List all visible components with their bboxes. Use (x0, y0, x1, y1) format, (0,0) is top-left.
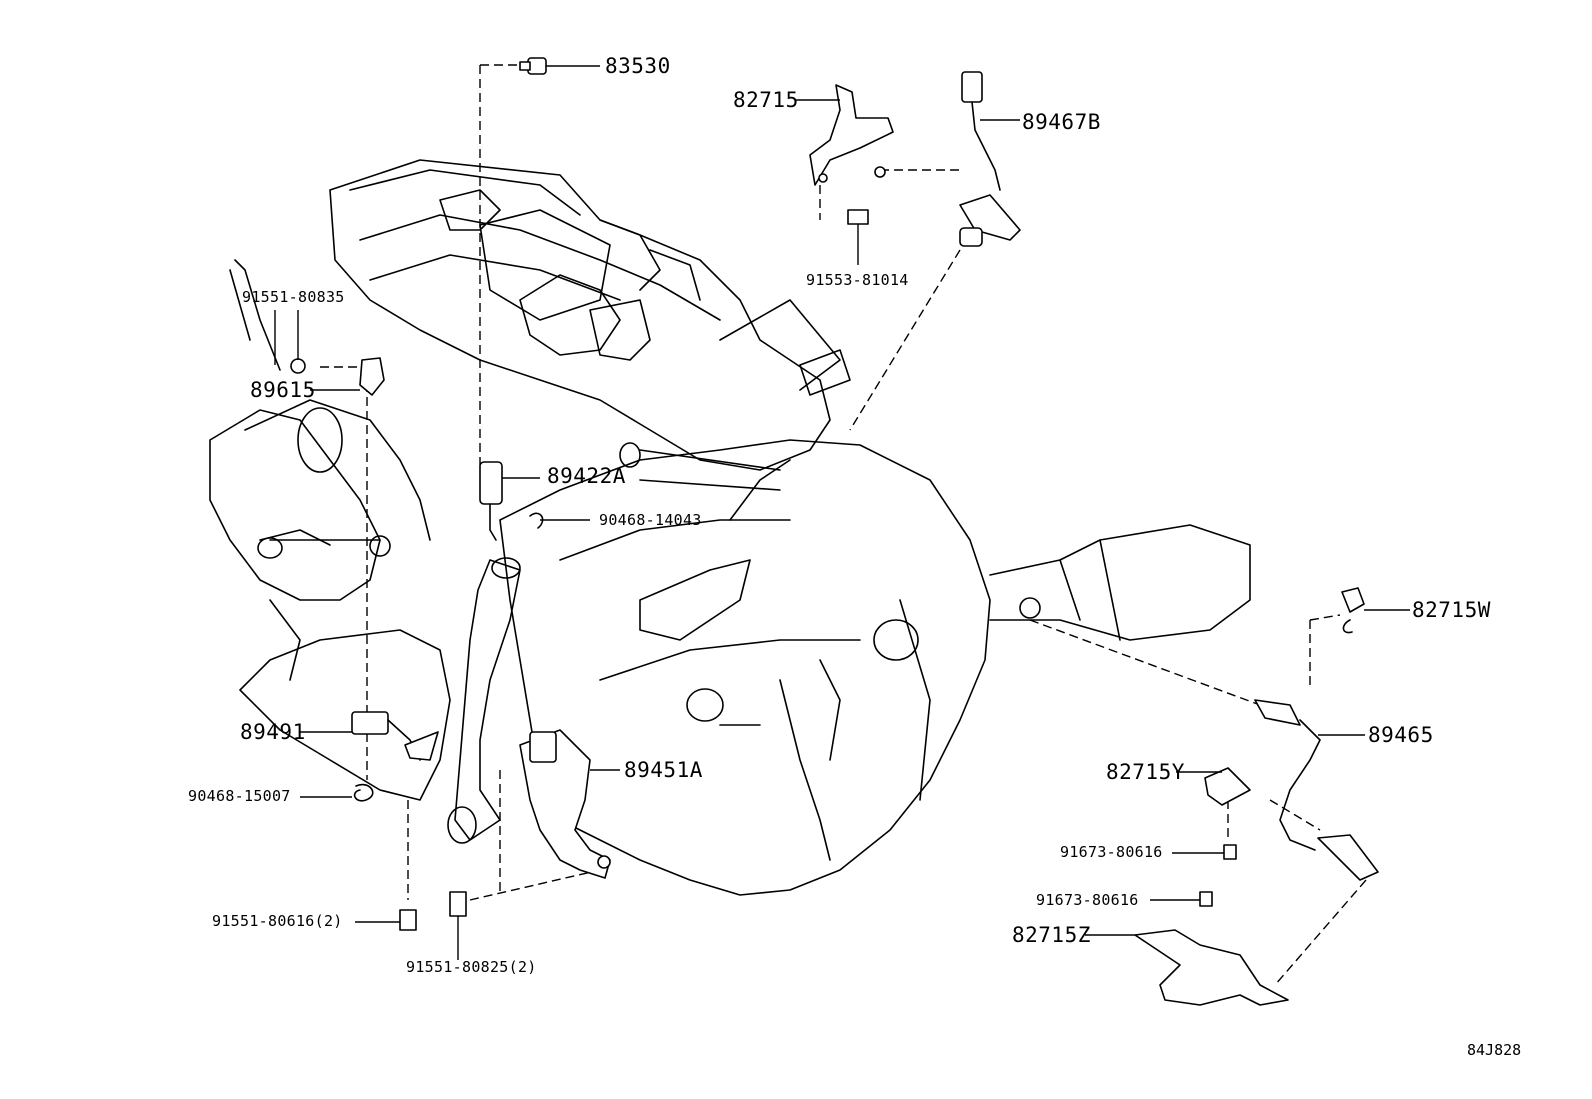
label-91551-80616-2[interactable]: 91551-80616(2) (212, 912, 343, 930)
label-82715W[interactable]: 82715W (1412, 598, 1491, 622)
diagram-code: 84J828 (1467, 1041, 1522, 1059)
part-82715W-shape (1341, 587, 1410, 634)
part-89467B-shape (959, 71, 1021, 247)
part-91551-80825-shape (449, 891, 467, 960)
label-89465[interactable]: 89465 (1368, 723, 1434, 747)
label-82715Y[interactable]: 82715Y (1106, 760, 1185, 784)
part-89491-shape (300, 711, 439, 761)
part-91553-81014-shape (847, 209, 869, 265)
label-91673-80616-upper[interactable]: 91673-80616 (1060, 843, 1163, 861)
label-90468-14043[interactable]: 90468-14043 (599, 511, 702, 529)
label-89451A[interactable]: 89451A (624, 758, 703, 782)
part-90468-15007-shape (300, 783, 374, 802)
part-82715-shape (795, 84, 894, 186)
label-90468-15007[interactable]: 90468-15007 (188, 787, 291, 805)
label-82715Z[interactable]: 82715Z (1012, 923, 1091, 947)
part-89465-shape (1254, 699, 1379, 881)
assembly-lines (320, 64, 1367, 986)
part-83530-shape (519, 57, 600, 75)
label-83530[interactable]: 83530 (605, 54, 671, 78)
engine-block (209, 159, 1251, 896)
part-91673-80616-shapes (1150, 844, 1237, 907)
part-91551-80616-shape (355, 909, 417, 931)
part-82715Y-shape (1176, 767, 1251, 806)
label-89615[interactable]: 89615 (250, 378, 316, 402)
part-89615-shape (274, 310, 385, 396)
label-91673-80616-lower[interactable]: 91673-80616 (1036, 891, 1139, 909)
part-89422A-shape (479, 461, 590, 541)
part-89451A-shape (519, 729, 620, 879)
label-82715[interactable]: 82715 (733, 88, 799, 112)
label-89491[interactable]: 89491 (240, 720, 306, 744)
part-82715Z-shape (1085, 929, 1289, 1006)
label-89467B[interactable]: 89467B (1022, 110, 1101, 134)
parts (274, 57, 1410, 1006)
label-89422A[interactable]: 89422A (547, 464, 626, 488)
label-91553-81014[interactable]: 91553-81014 (806, 271, 909, 289)
label-91551-80825-2[interactable]: 91551-80825(2) (406, 958, 537, 976)
label-91551-80835[interactable]: 91551-80835 (242, 288, 345, 306)
